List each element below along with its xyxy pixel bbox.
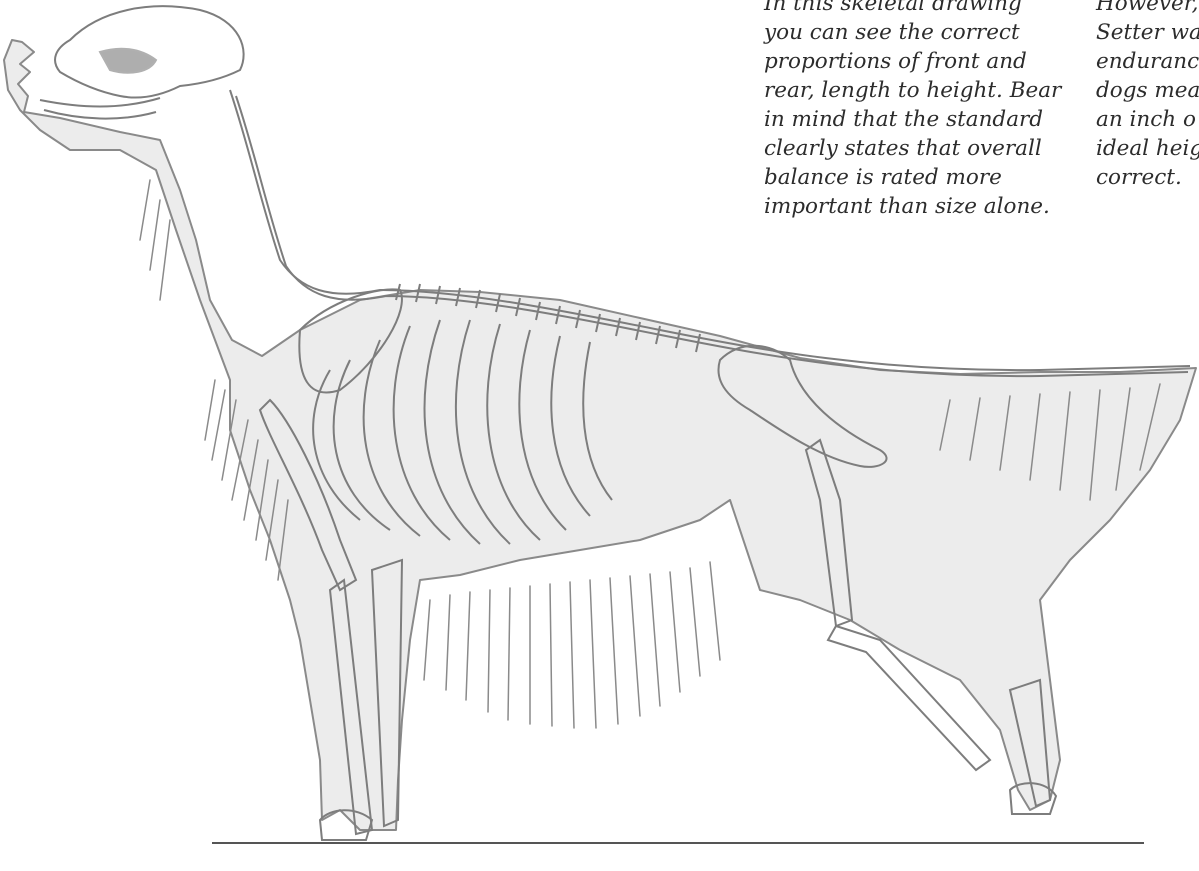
caption-right: However, Setter wa enduranc dogs mea an … bbox=[1096, 0, 1199, 192]
caption-line: dogs mea bbox=[1096, 76, 1199, 105]
caption-line: rear, length to height. Bear bbox=[764, 76, 1061, 105]
caption-left: In this skeletal drawing you can see the… bbox=[764, 0, 1061, 221]
caption-line: balance is rated more bbox=[764, 163, 1061, 192]
caption-line: clearly states that overall bbox=[764, 134, 1061, 163]
caption-line: in mind that the standard bbox=[764, 105, 1061, 134]
caption-line: In this skeletal drawing bbox=[764, 0, 1061, 18]
caption-line: ideal heig bbox=[1096, 134, 1199, 163]
caption-line: important than size alone. bbox=[764, 192, 1061, 221]
caption-line: enduranc bbox=[1096, 47, 1199, 76]
caption-line: However, bbox=[1096, 0, 1199, 18]
caption-line: proportions of front and bbox=[764, 47, 1061, 76]
caption-line: Setter wa bbox=[1096, 18, 1199, 47]
caption-line: you can see the correct bbox=[764, 18, 1061, 47]
skull bbox=[40, 6, 244, 118]
caption-line: an inch o bbox=[1096, 105, 1199, 134]
caption-line: correct. bbox=[1096, 163, 1199, 192]
